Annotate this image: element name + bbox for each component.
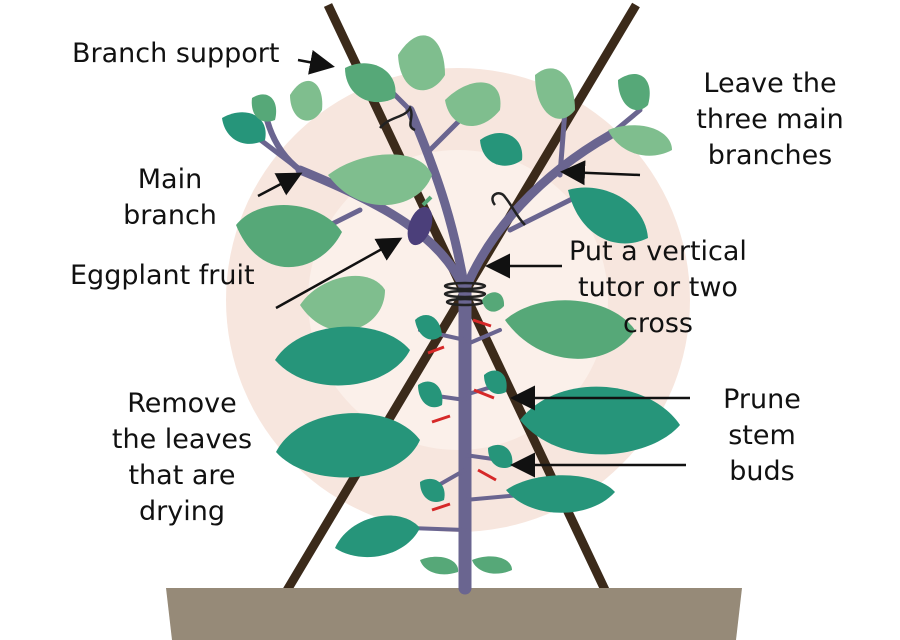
label-line: branch <box>123 200 217 231</box>
label-line: the leaves <box>111 424 253 455</box>
label-eggplant-fruit: Eggplant fruit <box>70 260 255 291</box>
arrow-eggplant-fruit <box>275 237 403 310</box>
prune-marks <box>427 318 497 512</box>
arrow-main-branch <box>257 172 303 198</box>
label-line: branches <box>707 140 833 171</box>
leaves <box>222 35 680 575</box>
label-line: Prune <box>723 384 801 415</box>
stake-tie <box>379 105 526 307</box>
label-line: stem <box>728 420 796 451</box>
label-line: drying <box>139 496 225 527</box>
label-branch-support: Branch support <box>72 38 280 69</box>
plant-pot <box>166 588 742 640</box>
label-remove-drying-leaves: Remove the leaves that are drying <box>92 386 272 530</box>
arrow-branch-support <box>297 50 335 75</box>
label-line: Main <box>137 164 203 195</box>
label-vertical-tutor: Put a vertical tutor or two cross <box>552 234 764 342</box>
label-line: Put a vertical <box>569 236 747 267</box>
label-line: three main <box>696 104 844 135</box>
pointer-arrows <box>257 50 690 478</box>
arrow-leave-branches <box>560 160 641 186</box>
label-line: that are <box>128 460 236 491</box>
label-line: Remove <box>127 388 237 419</box>
eggplant-fruit <box>407 195 433 246</box>
label-main-branch: Main branch <box>100 162 240 234</box>
label-prune-stem-buds: Prune stem buds <box>700 382 824 490</box>
label-leave-main-branches: Leave the three main branches <box>680 66 860 174</box>
label-line: Leave the <box>703 68 837 99</box>
label-line: cross <box>622 308 693 339</box>
label-line: tutor or two <box>578 272 738 303</box>
label-line: buds <box>729 456 795 487</box>
